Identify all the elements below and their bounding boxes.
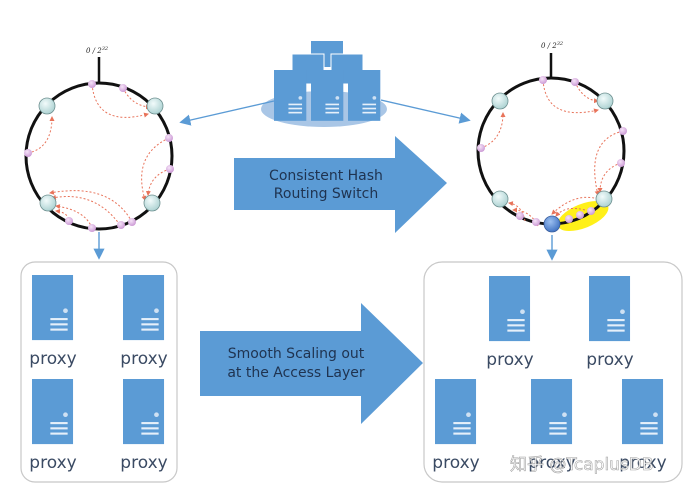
right-proxy-group: proxy proxy proxy proxy proxy [423, 261, 683, 483]
virtual-node [565, 215, 573, 223]
cluster-to-right-ring-connector [380, 99, 471, 124]
left-ring-label: 0 / 232 [86, 46, 108, 55]
server-icon [435, 379, 477, 445]
proxy-node: proxy [29, 379, 77, 473]
server-rack-icon [348, 70, 381, 121]
virtual-node [571, 78, 579, 86]
proxy-node: proxy [120, 275, 168, 369]
server-icon [123, 275, 165, 341]
physical-node [491, 92, 509, 110]
virtual-node [619, 127, 627, 135]
physical-node [143, 194, 161, 212]
physical-node [38, 97, 56, 115]
virtual-node [539, 76, 547, 84]
right-ring-label: 0 / 232 [541, 41, 563, 50]
virtual-node [65, 217, 73, 225]
virtual-node [117, 221, 125, 229]
scaling-line2: at the Access Layer [227, 365, 365, 381]
virtual-node [587, 207, 595, 215]
virtual-node [617, 159, 625, 167]
physical-nodes [491, 92, 614, 233]
new-physical-node [543, 215, 561, 233]
server-icon [622, 379, 664, 445]
proxy-label: proxy [528, 453, 575, 473]
dashed-route-links [27, 83, 171, 229]
physical-node [491, 190, 509, 208]
left-proxy-group: proxy proxy proxy proxy [20, 261, 178, 483]
server-icon [32, 275, 74, 341]
proxy-label: proxy [486, 350, 533, 370]
proxy-node: proxy [619, 379, 667, 473]
virtual-node [516, 212, 524, 220]
routing-switch-line2: Routing Switch [274, 186, 378, 202]
virtual-node [119, 84, 127, 92]
proxy-node: proxy [486, 276, 534, 370]
dashed-route-links [480, 79, 624, 227]
proxy-label: proxy [586, 350, 633, 370]
server-rack-icon [311, 70, 344, 121]
right-hash-ring: 0 / 232 [476, 41, 627, 233]
scaling-line1: Smooth Scaling out [228, 346, 365, 362]
server-icon [32, 379, 74, 445]
physical-node [39, 194, 57, 212]
server-icon [589, 276, 631, 342]
virtual-node [24, 149, 32, 157]
virtual-node [88, 224, 96, 232]
virtual-node [532, 218, 540, 226]
virtual-node [128, 218, 136, 226]
proxy-label: proxy [29, 453, 76, 473]
server-rack-icon [274, 70, 307, 121]
physical-node [595, 190, 613, 208]
proxy-label: proxy [120, 349, 167, 369]
virtual-node [165, 134, 173, 142]
virtual-nodes [477, 76, 627, 226]
proxy-group-frame [423, 261, 683, 483]
proxy-label: proxy [29, 349, 76, 369]
routing-switch-line1: Consistent Hash [269, 168, 383, 184]
virtual-nodes [24, 80, 174, 232]
virtual-node [477, 144, 485, 152]
virtual-node [166, 165, 174, 173]
proxy-label: proxy [120, 453, 167, 473]
server-cluster [261, 41, 387, 127]
proxy-node: proxy [120, 379, 168, 473]
physical-node [146, 97, 164, 115]
proxy-node: proxy [29, 275, 77, 369]
server-icon [531, 379, 573, 445]
virtual-node [88, 80, 96, 88]
arrow-shape [234, 136, 447, 233]
scaling-arrow: Smooth Scaling out at the Access Layer [200, 303, 423, 424]
left-hash-ring: 0 / 232 [24, 46, 174, 232]
proxy-node: proxy [528, 379, 576, 473]
proxy-label: proxy [619, 453, 666, 473]
arrow-shape [200, 303, 423, 424]
server-icon [123, 379, 165, 445]
watermark: 知乎 @TcaplusDB [510, 455, 654, 475]
proxy-node: proxy [586, 276, 634, 370]
virtual-node [576, 211, 584, 219]
server-icon [489, 276, 531, 342]
routing-switch-arrow: Consistent Hash Routing Switch [234, 136, 447, 233]
proxy-label: proxy [432, 453, 479, 473]
physical-node [596, 92, 614, 110]
proxy-node: proxy [432, 379, 480, 473]
cluster-to-left-ring-connector [179, 100, 275, 126]
physical-nodes [38, 97, 164, 212]
